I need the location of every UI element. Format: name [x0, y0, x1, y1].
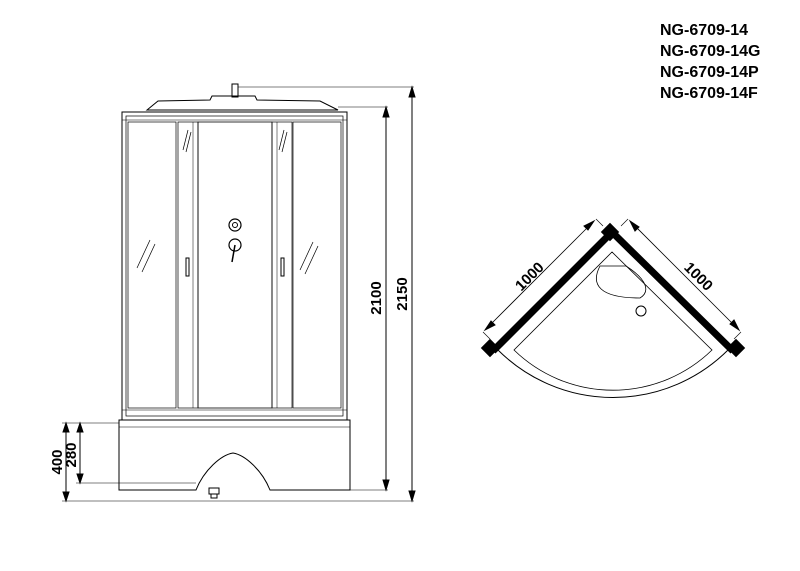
- dim-left-side-line: [486, 222, 593, 329]
- label-tray-inner-height: 280: [63, 442, 80, 467]
- glass-reflections: [136, 129, 319, 275]
- label-tray-height: 400: [49, 449, 66, 474]
- drain-icon: [635, 305, 647, 317]
- label-cabin-height: 2100: [368, 281, 385, 314]
- model-list: NG-6709-14 NG-6709-14G NG-6709-14P NG-67…: [660, 20, 795, 104]
- shower-tray: [118, 419, 351, 491]
- tray-seat: [596, 265, 647, 299]
- model-code: NG-6709-14G: [660, 43, 761, 60]
- mixer-lever-icon: [228, 238, 242, 252]
- model-code: NG-6709-14F: [660, 85, 758, 102]
- left-side-panel: [127, 121, 177, 409]
- left-wall: [490, 231, 613, 354]
- drain-fitting: [208, 487, 220, 495]
- tray-inner-outline: [513, 251, 713, 391]
- model-code: NG-6709-14: [660, 22, 749, 39]
- roof-cap: [145, 95, 339, 111]
- dim-right-side-line: [631, 222, 738, 329]
- right-door-handle: [280, 257, 285, 277]
- right-side-panel: [292, 121, 342, 409]
- tray-outline: [497, 235, 729, 398]
- roof-pipe: [231, 83, 239, 98]
- cabin-frame: [121, 111, 348, 421]
- model-code: NG-6709-14P: [660, 64, 759, 81]
- mixer-knob-icon: [228, 218, 242, 232]
- left-door-handle: [185, 257, 190, 277]
- label-side-left: 1000: [512, 259, 548, 295]
- back-panel: [197, 121, 273, 409]
- label-total-height: 2150: [394, 277, 411, 310]
- cabin-frame-inner: [125, 115, 344, 417]
- right-wall: [611, 231, 736, 354]
- top-view: [480, 218, 746, 398]
- front-view: [62, 83, 416, 503]
